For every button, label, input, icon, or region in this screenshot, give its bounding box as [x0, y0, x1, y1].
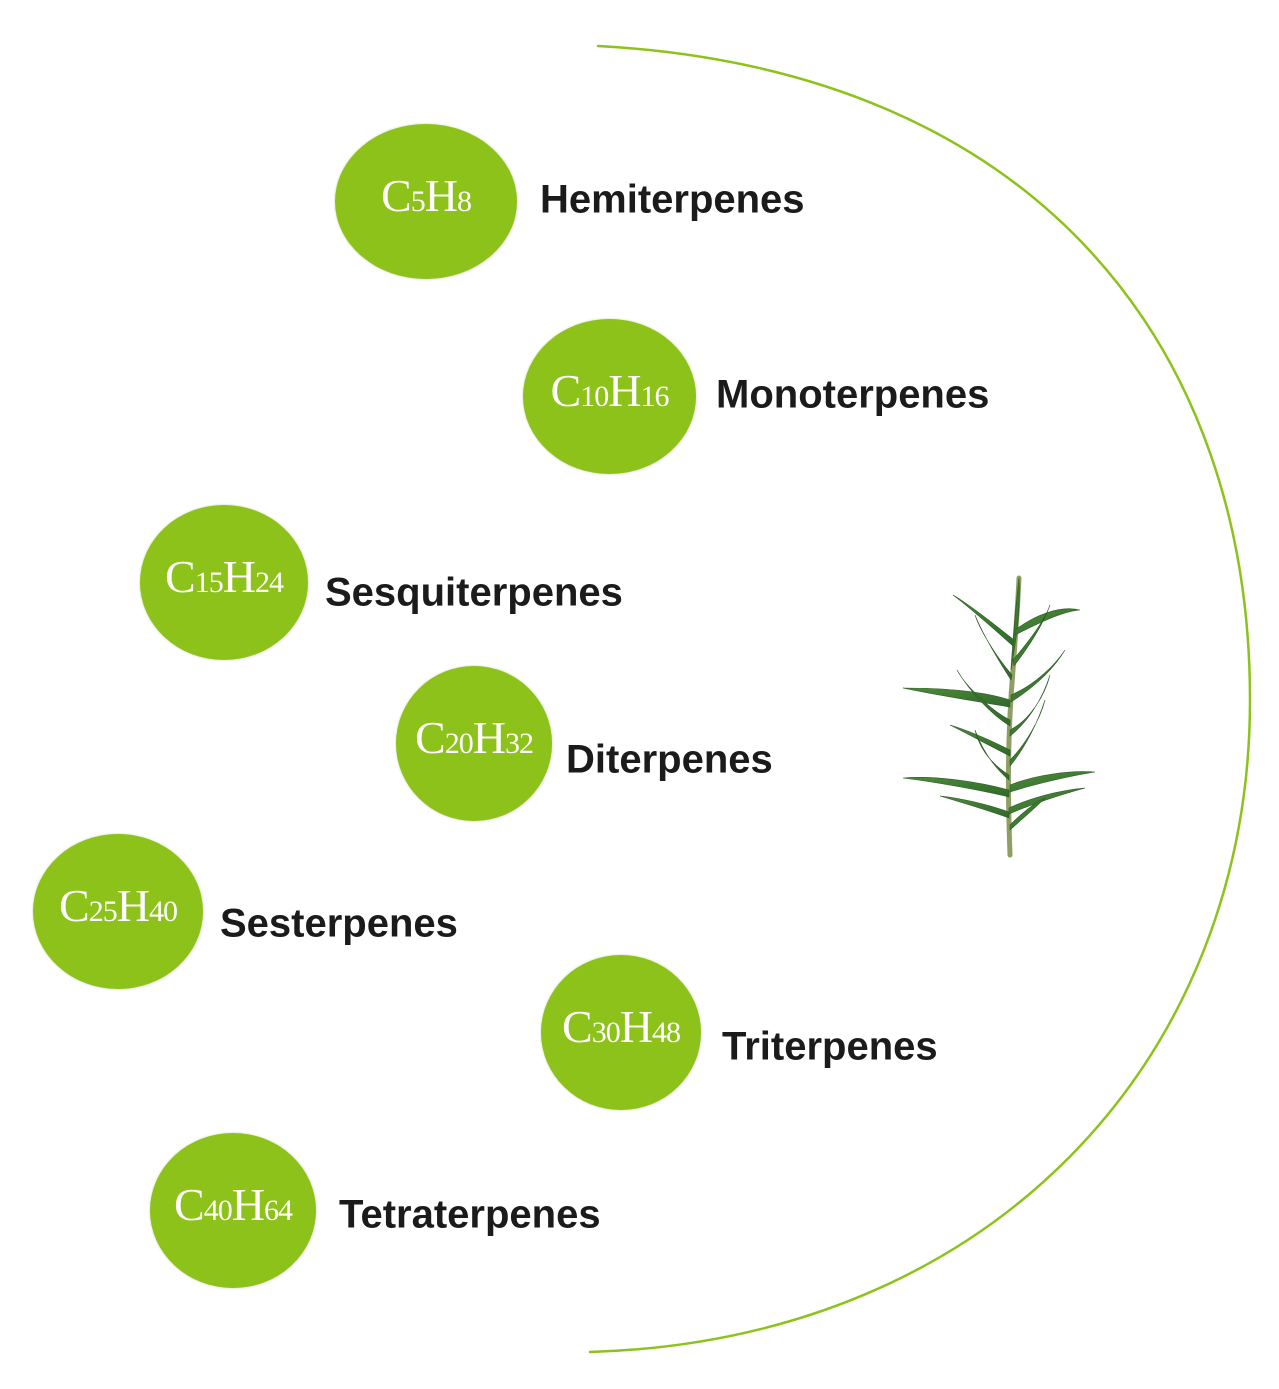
terpene-label: Diterpenes [566, 737, 773, 782]
terpene-label: Triterpenes [722, 1024, 938, 1069]
terpene-label: Sesterpenes [220, 901, 458, 946]
terpene-label: Monoterpenes [716, 372, 990, 417]
rosemary-sprig-icon [902, 575, 1096, 858]
terpene-label: Sesquiterpenes [325, 570, 623, 615]
terpene-label: Hemiterpenes [540, 177, 805, 222]
terpene-label: Tetraterpenes [339, 1192, 601, 1237]
